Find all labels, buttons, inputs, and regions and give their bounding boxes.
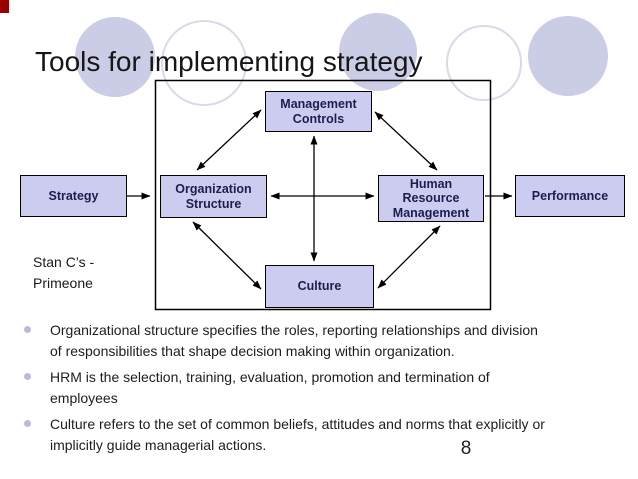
- diagram-box-management-controls: Management Controls: [265, 91, 372, 132]
- bullet-icon: [24, 420, 31, 427]
- corner-mark: [0, 0, 9, 13]
- bullet-icon: [24, 373, 31, 380]
- diagram-box-organization-structure: Organization Structure: [160, 175, 267, 218]
- slide-title: Tools for implementing strategy: [35, 45, 423, 77]
- arrow-structure-culture: [192, 221, 262, 290]
- bullet-text: Organizational structure specifies the r…: [50, 322, 538, 359]
- decorative-circle: [75, 17, 155, 97]
- decorative-circle-outline: [446, 25, 522, 101]
- arrow-controls-hrm: [374, 111, 438, 171]
- bullet-icon: [24, 326, 31, 333]
- page-number: 8: [460, 438, 472, 459]
- bullet-item: Culture refers to the set of common beli…: [24, 414, 616, 456]
- bullet-item: Organizational structure specifies the r…: [24, 320, 616, 362]
- bullet-item: HRM is the selection, training, evaluati…: [24, 367, 616, 409]
- decorative-circle: [339, 13, 417, 91]
- bullet-list: Organizational structure specifies the r…: [24, 320, 616, 461]
- bullet-text: Culture refers to the set of common beli…: [50, 416, 545, 453]
- arrow-structure-controls: [196, 109, 262, 171]
- arrow-culture-hrm: [377, 225, 441, 289]
- diagram-box-culture: Culture: [265, 265, 374, 308]
- diagram-box-human-resource-management: Human Resource Management: [378, 175, 484, 222]
- attribution-text: Stan C’s - Primeone: [33, 254, 95, 291]
- bullet-text: HRM is the selection, training, evaluati…: [50, 369, 490, 406]
- diagram-box-performance: Performance: [515, 175, 625, 217]
- decorative-circle: [528, 16, 608, 96]
- diagram-box-strategy: Strategy: [20, 175, 127, 217]
